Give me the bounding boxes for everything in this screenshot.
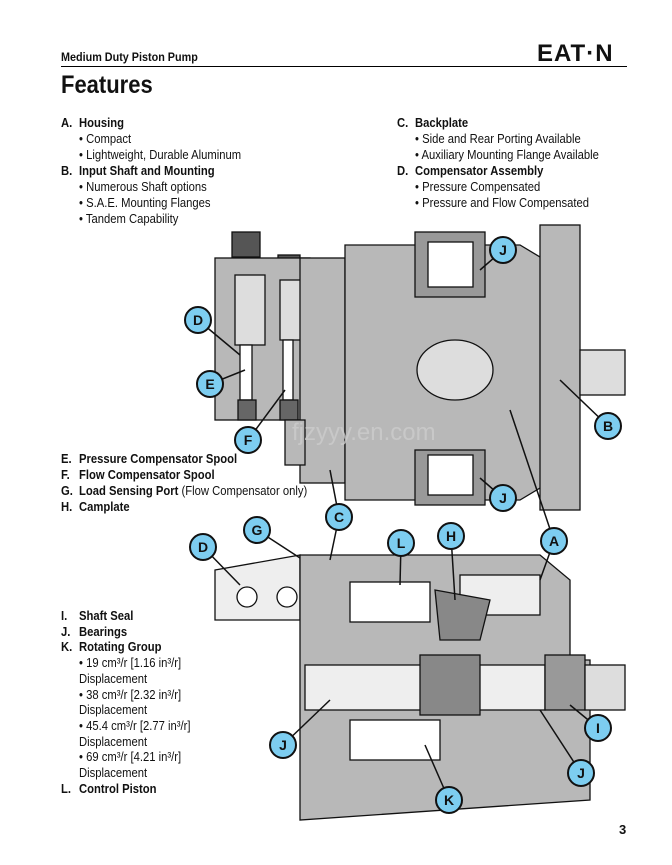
callout-J-top: J (489, 236, 517, 264)
features-list-efgh: E.Pressure Compensator Spool F.Flow Comp… (61, 452, 308, 514)
callout-F: F (234, 426, 262, 454)
pump-exterior-view (214, 224, 626, 511)
svg-text:J: J (499, 242, 507, 258)
features-list-ijkl: I.Shaft Seal J.Bearings K.Rotating Group… (61, 609, 191, 796)
callout-L: L (387, 529, 415, 557)
callout-K: K (435, 786, 463, 814)
svg-text:J: J (577, 765, 585, 781)
svg-text:K: K (444, 792, 454, 808)
svg-text:F: F (244, 432, 253, 448)
svg-text:I: I (596, 720, 600, 736)
callout-I: I (584, 714, 612, 742)
svg-text:G: G (252, 522, 263, 538)
features-list-ab: A.Housing • Compact • Lightweight, Durab… (61, 116, 242, 226)
callout-E: E (196, 370, 224, 398)
document-title: Medium Duty Piston Pump (61, 50, 198, 64)
svg-text:D: D (198, 539, 208, 555)
svg-text:B: B (603, 418, 613, 434)
callout-A: A (540, 527, 568, 555)
svg-text:H: H (446, 528, 456, 544)
callout-D-top: D (184, 306, 212, 334)
callout-H: H (437, 522, 465, 550)
svg-text:D: D (193, 312, 203, 328)
features-list-cd: C.Backplate • Side and Rear Porting Avai… (397, 116, 599, 210)
svg-text:J: J (499, 490, 507, 506)
callout-C: C (325, 503, 353, 531)
svg-text:A: A (549, 533, 559, 549)
svg-text:J: J (279, 737, 287, 753)
page-number: 3 (619, 822, 627, 837)
svg-text:C: C (334, 509, 344, 525)
callout-D-bottom: D (189, 533, 217, 561)
callout-G: G (243, 516, 271, 544)
pump-section-view (214, 554, 626, 821)
watermark: fjzyyy.en.com (292, 419, 436, 446)
page-title: Features (61, 71, 153, 99)
callout-B: B (594, 412, 622, 440)
callout-J-bottom-left: J (269, 731, 297, 759)
callout-J-top-lower: J (489, 484, 517, 512)
eaton-logo: EAT·N (537, 40, 614, 67)
header-divider (61, 66, 627, 67)
svg-text:E: E (205, 376, 214, 392)
callout-J-bottom-right: J (567, 759, 595, 787)
svg-text:L: L (397, 535, 406, 551)
